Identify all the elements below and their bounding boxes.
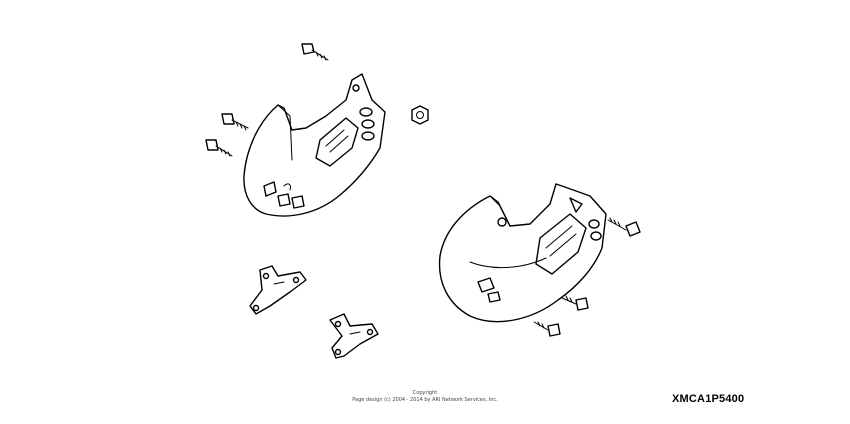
nut bbox=[411, 105, 429, 125]
right-guard-bracket bbox=[329, 313, 379, 359]
flange-bolt bbox=[205, 139, 233, 157]
copyright-title: Copyright bbox=[412, 390, 438, 396]
flange-bolt bbox=[301, 43, 329, 61]
copyright-text: Page design (c) 2004 - 2014 by ARI Netwo… bbox=[352, 397, 498, 403]
right-disc-guard bbox=[438, 183, 607, 323]
flange-bolt bbox=[533, 321, 561, 337]
diagram-part-code: XMCA1P5400 bbox=[672, 393, 745, 405]
flange-bolt bbox=[607, 217, 641, 237]
flange-bolt bbox=[561, 295, 589, 311]
left-disc-guard bbox=[243, 73, 386, 217]
copyright-notice: Copyright Page design (c) 2004 - 2014 by… bbox=[330, 390, 520, 404]
left-guard-bracket bbox=[249, 265, 307, 315]
flange-bolt bbox=[221, 113, 249, 131]
